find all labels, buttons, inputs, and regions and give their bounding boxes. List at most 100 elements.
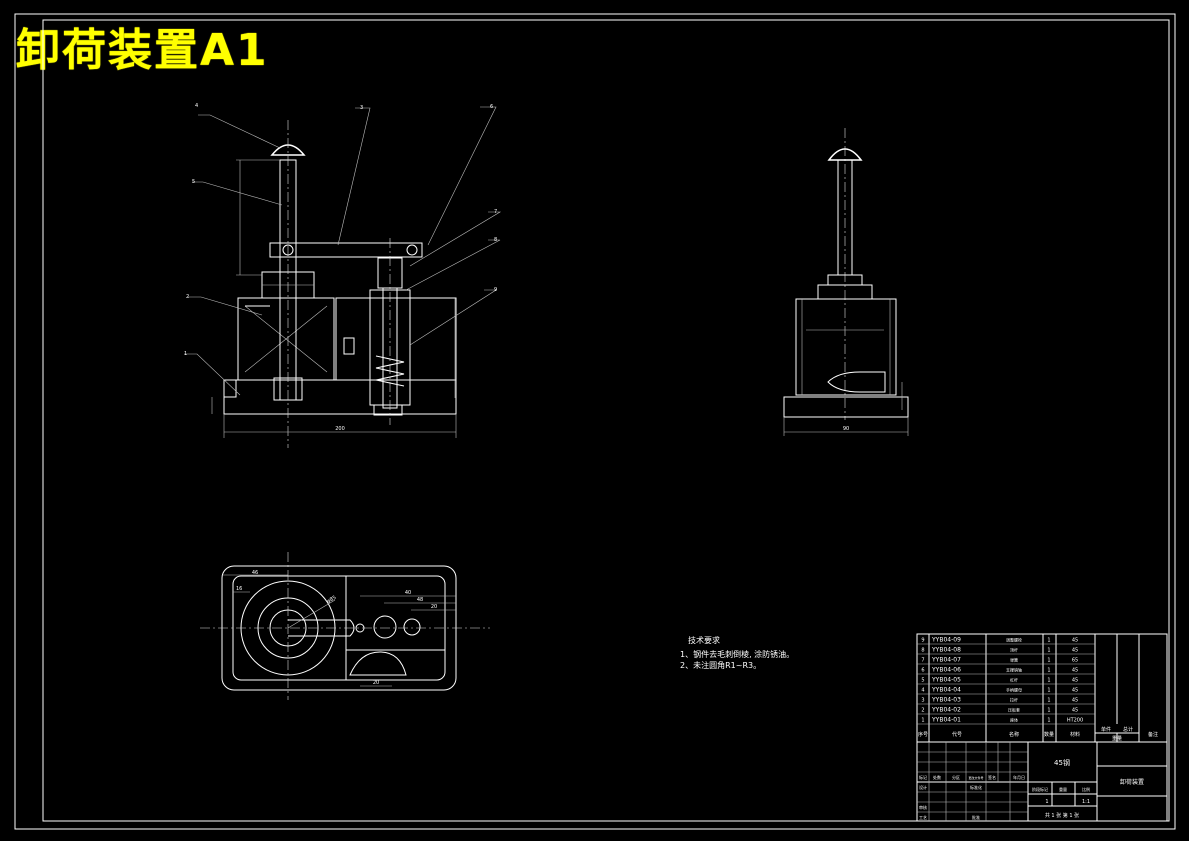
title-label-stage: 阶段标记 xyxy=(1032,786,1048,792)
bom-cell-no: 4 xyxy=(921,688,924,694)
tb-label-sign: 签名 xyxy=(988,774,996,780)
tb-label-review: 审核 xyxy=(919,804,927,810)
balloon-4: 4 xyxy=(195,103,198,109)
bom-cell-name: 压板套 xyxy=(1008,707,1020,713)
dim-top-40: 40 xyxy=(405,590,411,596)
bom-cell-qty: 1 xyxy=(1047,698,1050,704)
bom-cell-qty: 1 xyxy=(1047,688,1050,694)
bom-cell-mat: HT200 xyxy=(1067,718,1083,724)
bom-cell-code: YYB04-05 xyxy=(931,677,961,684)
dim-top-dia: φ85 xyxy=(326,595,337,605)
bom-head-total: 总计 xyxy=(1123,726,1133,733)
outer-border xyxy=(14,13,1176,830)
tb-label-changeno: 更改文件号 xyxy=(968,775,983,780)
dim-base-width: 200 xyxy=(335,426,345,432)
bom-cell-qty: 1 xyxy=(1047,678,1050,684)
bom-cell-qty: 1 xyxy=(1047,648,1050,654)
bom-head-remark: 备注 xyxy=(1148,731,1158,738)
bom-cell-name: 座体 xyxy=(1010,717,1018,723)
bom-cell-code: YYB04-02 xyxy=(931,707,961,714)
title-sheet: 共 1 张 第 1 张 xyxy=(1045,812,1079,819)
bom-cell-no: 7 xyxy=(921,658,924,664)
title-block: 序号 代号 名称 数量 材料 单件 总计 重量 备注 45钢 卸荷装置 1 1:… xyxy=(916,633,1168,822)
bom-head-mat: 材料 xyxy=(1070,731,1080,738)
tb-label-approve: 批准 xyxy=(972,814,980,820)
bom-cell-name: 顶杆 xyxy=(1010,647,1018,653)
bom-head-no: 序号 xyxy=(918,731,928,738)
tb-label-design: 设计 xyxy=(919,784,927,790)
bom-cell-no: 6 xyxy=(921,668,924,674)
bom-cell-code: YYB04-04 xyxy=(931,687,961,694)
balloon-2: 2 xyxy=(186,294,189,300)
balloon-7: 7 xyxy=(494,209,497,215)
tb-label-count: 处数 xyxy=(933,774,941,780)
tech-req-line2: 2、未注圆角R1~R3。 xyxy=(680,660,761,670)
bom-head-single: 单件 xyxy=(1101,726,1111,733)
title-drawing-name: 卸荷装置 xyxy=(1120,778,1144,786)
bom-cell-code: YYB04-07 xyxy=(931,657,961,664)
tb-label-date: 年月日 xyxy=(1013,774,1025,780)
dim-bottom-20: 20 xyxy=(373,680,379,686)
bom-cell-qty: 1 xyxy=(1047,708,1050,714)
bom-cell-code: YYB04-03 xyxy=(931,697,961,704)
bom-cell-name: 支撑销轴 xyxy=(1006,667,1022,673)
bom-cell-mat: 45 xyxy=(1072,648,1078,654)
dim-top-48: 48 xyxy=(417,597,423,603)
bom-cell-code: YYB04-06 xyxy=(931,667,961,674)
tech-req-heading: 技术要求 xyxy=(688,635,720,645)
balloon-9: 9 xyxy=(494,287,497,293)
bom-cell-no: 3 xyxy=(921,698,924,704)
bom-cell-mat: 45 xyxy=(1072,668,1078,674)
dim-top-16: 16 xyxy=(236,586,242,592)
bom-cell-name: 手柄螺母 xyxy=(1006,687,1022,693)
bom-cell-qty: 1 xyxy=(1047,718,1050,724)
bom-cell-qty: 1 xyxy=(1047,638,1050,644)
bom-cell-name: 杠杆 xyxy=(1010,677,1018,683)
title-scale-2: 1:1 xyxy=(1082,799,1090,805)
dim-side-width: 90 xyxy=(843,426,849,432)
tb-label-process: 工艺 xyxy=(919,815,927,820)
title-material: 45钢 xyxy=(1054,758,1070,767)
bom-cell-code: YYB04-01 xyxy=(931,717,961,724)
balloon-5: 5 xyxy=(192,179,195,185)
tb-label-mark: 标记 xyxy=(919,774,927,780)
bom-cell-name: 拉杆 xyxy=(1010,697,1018,703)
tech-req-line1: 1、钢件去毛刺倒棱, 涂防锈油。 xyxy=(680,649,794,659)
bom-cell-mat: 65 xyxy=(1072,658,1078,664)
bom-cell-mat: 45 xyxy=(1072,678,1078,684)
title-scale-1: 1 xyxy=(1045,799,1048,805)
title-label-weight: 重量 xyxy=(1059,786,1067,792)
bom-cell-name: 弹簧 xyxy=(1010,657,1018,663)
bom-cell-mat: 45 xyxy=(1072,708,1078,714)
bom-cell-no: 8 xyxy=(921,648,924,654)
drawing-title: 卸荷装置A1 xyxy=(16,25,269,76)
balloon-6: 6 xyxy=(490,104,493,110)
side-view: 90 xyxy=(783,128,909,436)
bom-cell-no: 9 xyxy=(921,638,924,644)
balloon-8: 8 xyxy=(494,237,497,243)
bom-head-weight: 重量 xyxy=(1112,735,1122,742)
balloon-1: 1 xyxy=(184,351,187,357)
bom-cell-mat: 45 xyxy=(1072,698,1078,704)
balloon-3: 3 xyxy=(360,105,363,111)
bom-cell-no: 5 xyxy=(921,678,924,684)
bom-head-name: 名称 xyxy=(1009,731,1019,738)
front-view: 200 4 3 6 5 7 8 2 9 1 xyxy=(184,103,502,448)
bom-head-code: 代号 xyxy=(952,731,962,738)
bom-head-qty: 数量 xyxy=(1044,731,1054,738)
bom-cell-qty: 1 xyxy=(1047,668,1050,674)
tech-requirements: 技术要求 1、钢件去毛刺倒棱, 涂防锈油。 2、未注圆角R1~R3。 xyxy=(680,635,794,670)
inner-border xyxy=(42,19,1170,822)
tb-label-zone: 分区 xyxy=(952,774,960,780)
bom-cell-mat: 45 xyxy=(1072,688,1078,694)
bom-cell-qty: 1 xyxy=(1047,658,1050,664)
top-view: 46 16 φ85 40 48 20 20 xyxy=(200,552,490,700)
dim-top-46: 46 xyxy=(252,570,258,576)
bom-cell-no: 2 xyxy=(921,708,924,714)
bom-cell-name: 调整螺栓 xyxy=(1006,637,1022,643)
bom-cell-no: 1 xyxy=(921,718,924,724)
bom-cell-code: YYB04-08 xyxy=(931,647,961,654)
tb-label-standard: 标准化 xyxy=(970,784,982,790)
title-label-scale: 比例 xyxy=(1082,786,1090,792)
